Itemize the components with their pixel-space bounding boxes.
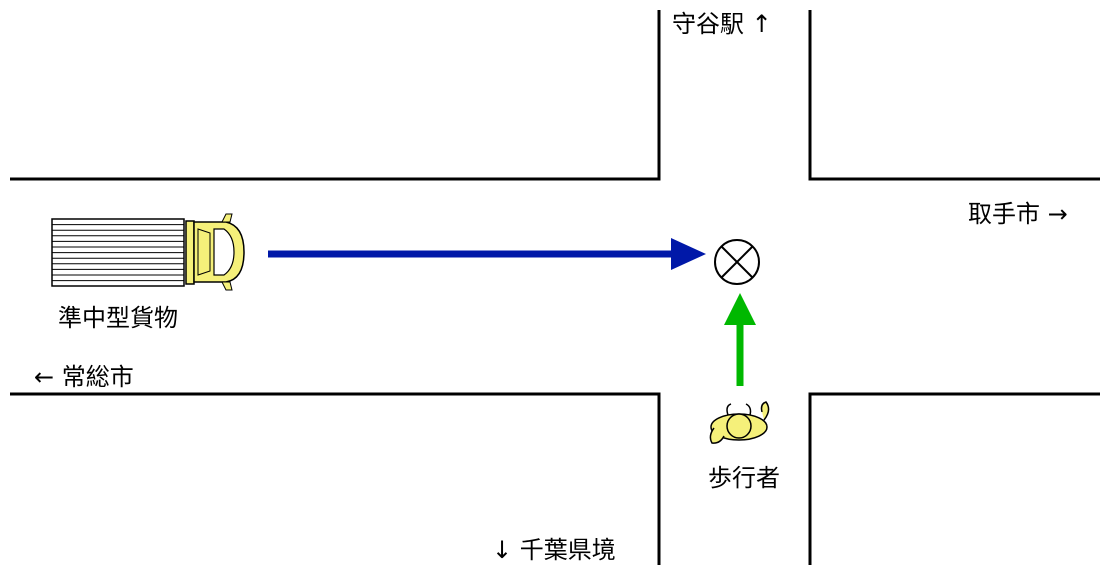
road-edges [10,10,1100,565]
direction-label-south: ↓ 千葉県境 [492,536,616,564]
circle-x-icon [714,239,760,285]
direction-label-west: ← 常総市 [34,363,134,391]
road-edge-top-right [808,10,1100,181]
road-edge-bottom-left [10,392,661,565]
truck-label: 準中型貨物 [58,304,178,332]
road-edge-top-left [10,10,661,181]
pedestrian-label: 歩行者 [708,464,780,492]
pedestrian-icon [709,401,770,444]
pedestrian-path-arrow [724,293,756,386]
truck-path-arrow [268,238,706,270]
direction-label-north: 守谷駅 ↑ [672,10,772,38]
truck-icon [51,213,245,291]
road-edge-bottom-right [808,392,1100,565]
direction-label-east: 取手市 → [968,200,1068,228]
